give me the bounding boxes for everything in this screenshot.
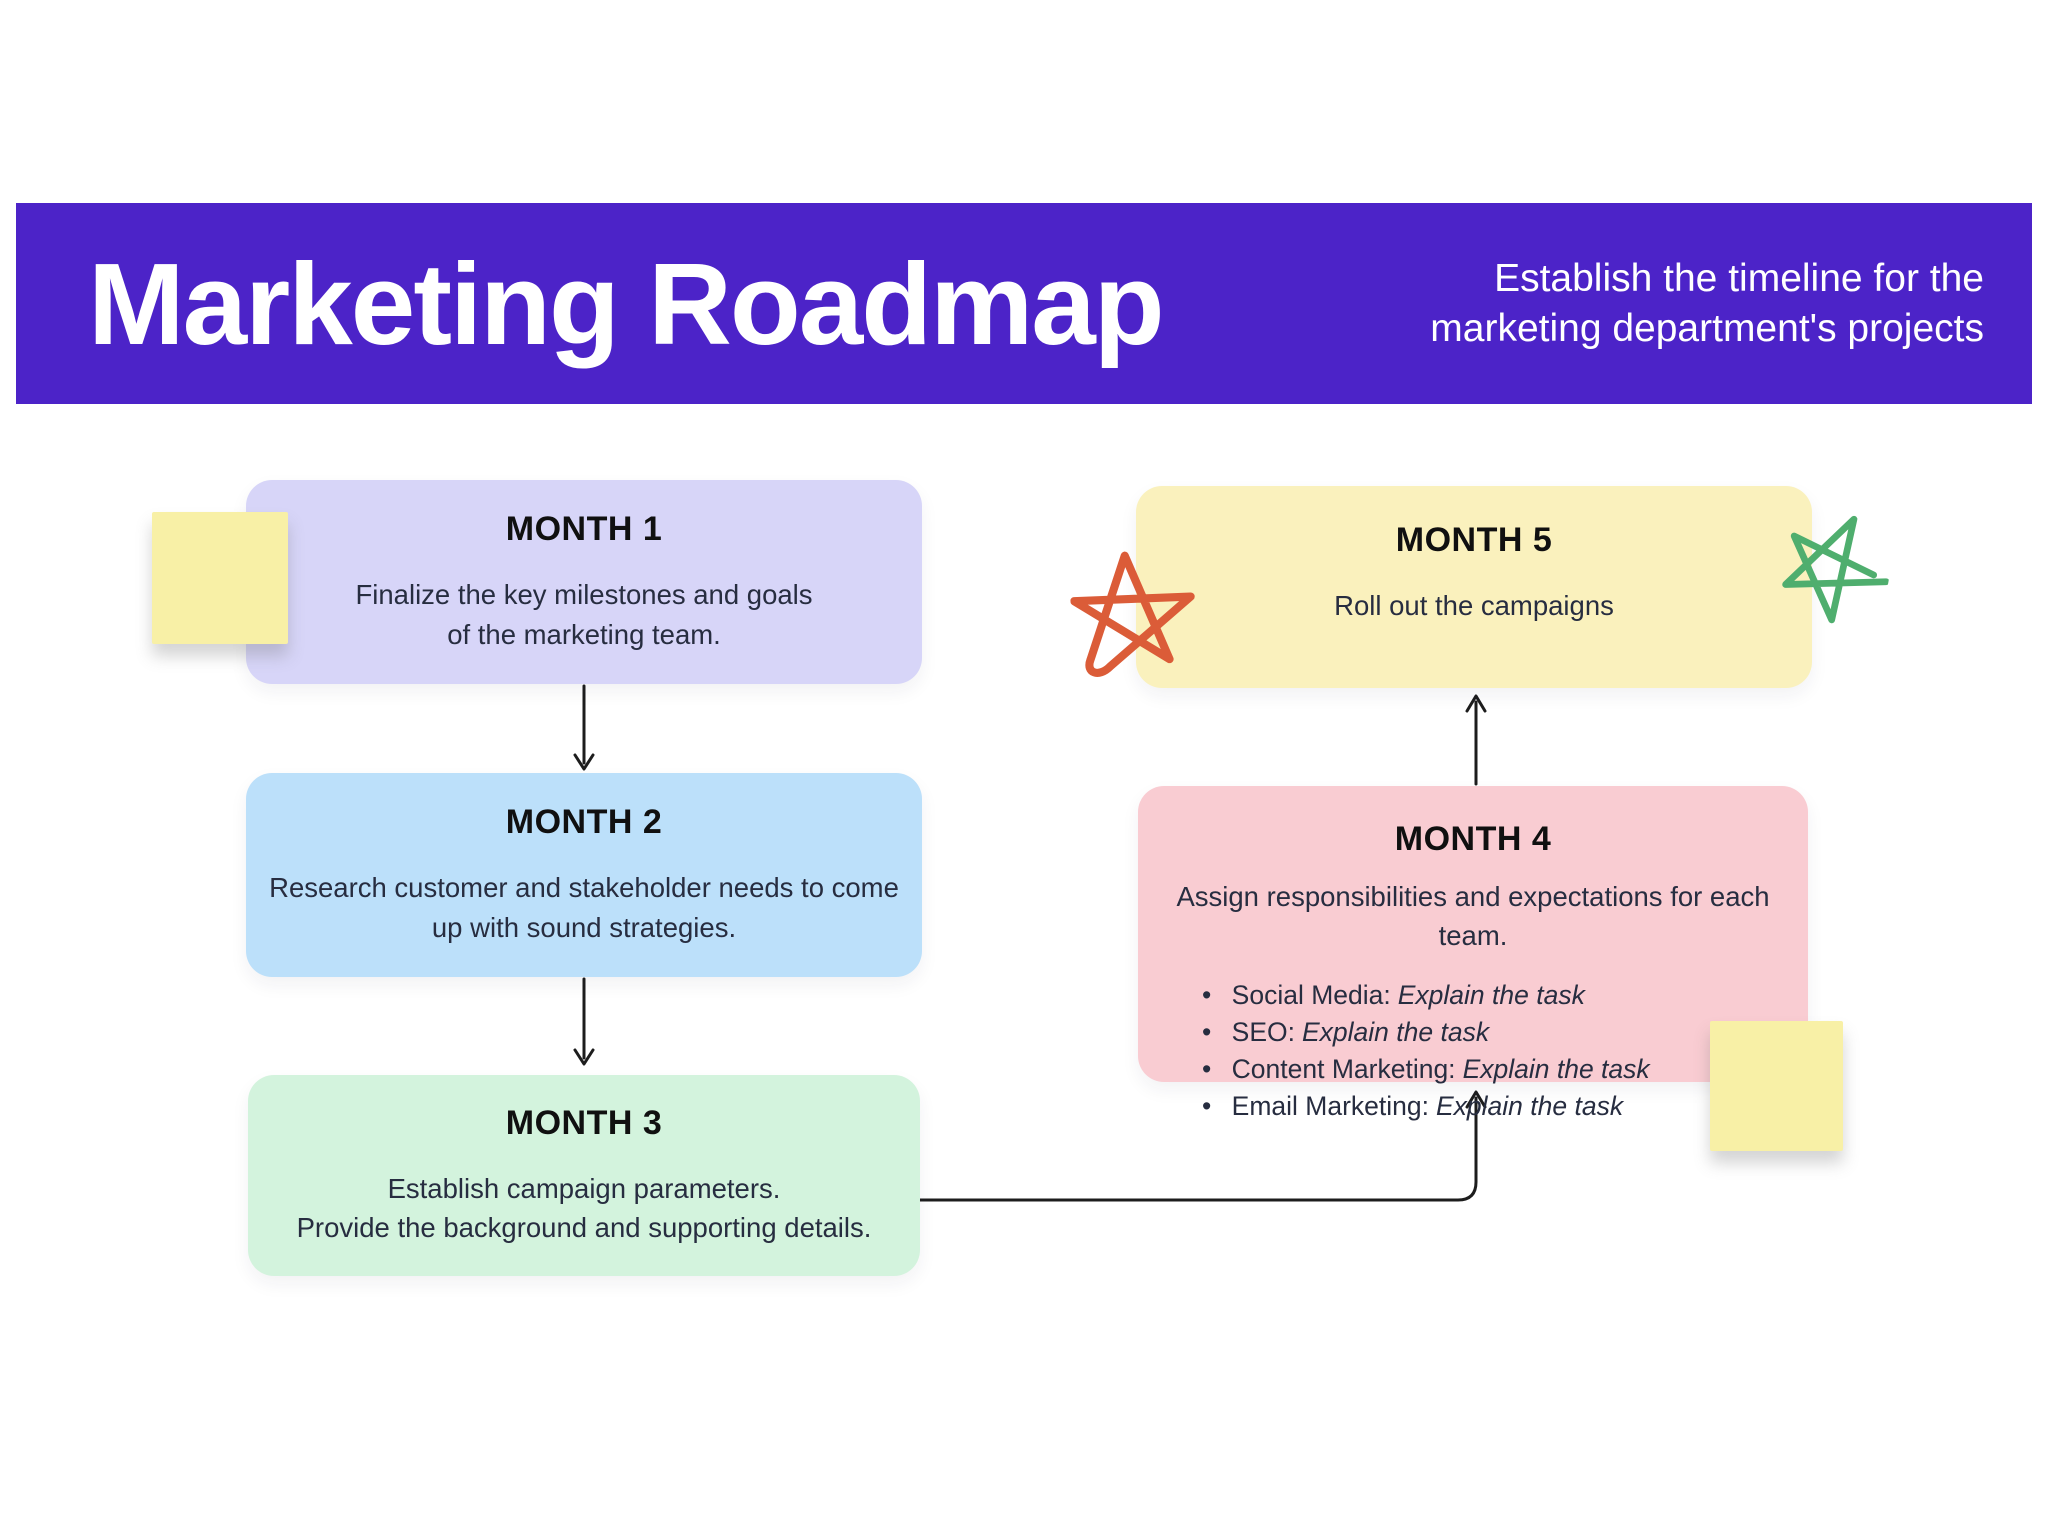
task-label: Email Marketing: <box>1231 1091 1429 1122</box>
sticky-note-left <box>152 512 288 644</box>
task-placeholder: Explain the task <box>1462 1054 1650 1085</box>
header-subtitle-line-2: marketing department's projects <box>1430 306 1984 350</box>
header-subtitle: Establish the timeline for the marketing… <box>1430 254 1984 354</box>
month-4-heading: MONTH 4 <box>1394 820 1552 858</box>
orange-star-icon <box>1070 551 1195 677</box>
month-4-task-list: Social Media:Explain the task SEO:Explai… <box>1174 977 1772 1125</box>
month-3-box: MONTH 3 Establish campaign parameters. P… <box>248 1075 920 1276</box>
task-placeholder: Explain the task <box>1397 980 1585 1011</box>
task-content-marketing: Content Marketing:Explain the task <box>1202 1051 1772 1088</box>
task-placeholder: Explain the task <box>1301 1017 1490 1048</box>
month-2-box: MONTH 2 Research customer and stakeholde… <box>246 773 922 977</box>
month-1-heading: MONTH 1 <box>505 510 663 549</box>
green-star-icon <box>1782 515 1890 624</box>
task-placeholder: Explain the task <box>1436 1091 1624 1122</box>
month-4-body: Assign responsibilities and expectations… <box>1176 881 1770 952</box>
month-4-box: MONTH 4 Assign responsibilities and expe… <box>1138 786 1808 1121</box>
header-subtitle-line-1: Establish the timeline for the <box>1494 256 1984 300</box>
month-2-body: Research customer and stakeholder needs … <box>269 872 899 943</box>
month-5-heading: MONTH 5 <box>1395 520 1553 559</box>
header-banner: Marketing Roadmap Establish the timeline… <box>16 203 2032 404</box>
month-1-body: Finalize the key milestones and goals of… <box>355 579 813 650</box>
month-2-heading: MONTH 2 <box>505 803 663 842</box>
page-title: Marketing Roadmap <box>88 238 1165 369</box>
month-5-box: MONTH 5 Roll out the campaigns <box>1136 486 1812 688</box>
arrow-month4-to-month5 <box>1465 694 1487 786</box>
month-1-box: MONTH 1 Finalize the key milestones and … <box>246 480 922 684</box>
arrow-month1-to-month2 <box>573 684 595 771</box>
month-5-body: Roll out the campaigns <box>1334 589 1614 621</box>
month-3-heading: MONTH 3 <box>505 1103 663 1142</box>
sticky-note-right <box>1710 1021 1843 1151</box>
month-3-body: Establish campaign parameters. Provide t… <box>296 1172 872 1243</box>
task-seo: SEO:Explain the task <box>1202 1014 1772 1051</box>
task-label: Social Media: <box>1231 980 1391 1011</box>
task-label: Content Marketing: <box>1231 1054 1456 1085</box>
task-email-marketing: Email Marketing:Explain the task <box>1202 1088 1772 1125</box>
task-social-media: Social Media:Explain the task <box>1202 977 1772 1014</box>
arrow-month2-to-month3 <box>573 977 595 1066</box>
task-label: SEO: <box>1231 1017 1295 1048</box>
